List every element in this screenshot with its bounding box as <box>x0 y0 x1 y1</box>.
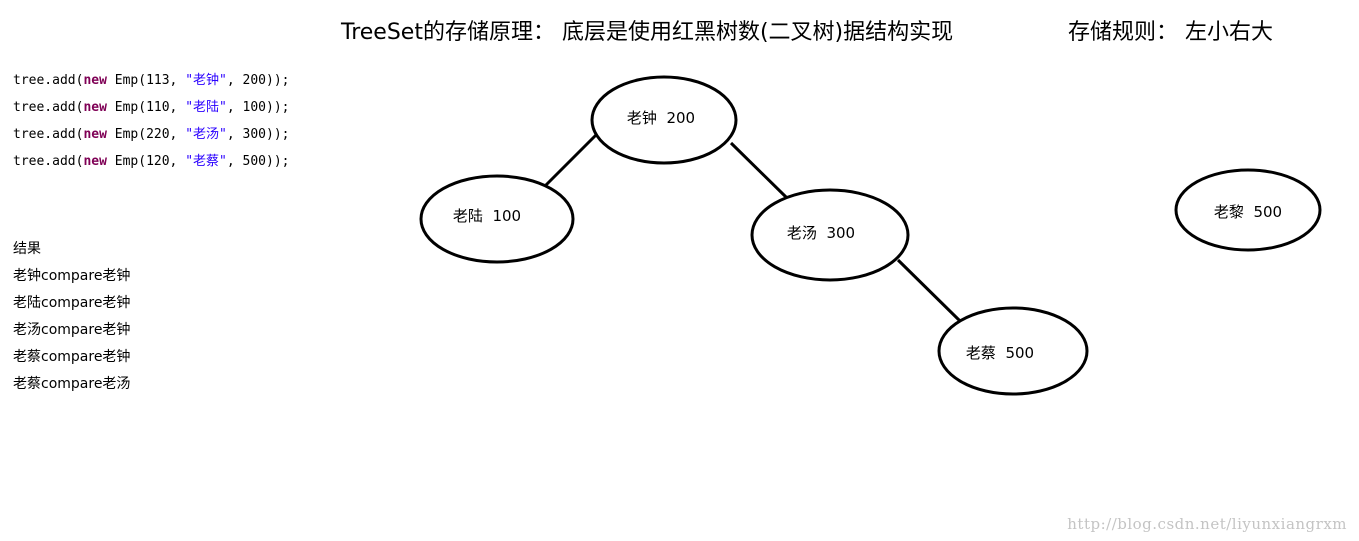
tree-node-cai: 老蔡 500 <box>937 306 1089 396</box>
tree-node-tang: 老汤 300 <box>750 188 910 282</box>
tree-node-zhong: 老钟 200 <box>590 75 738 165</box>
edge-tang-cai <box>896 258 962 323</box>
result-line: 老蔡compare老钟 <box>13 349 131 365</box>
result-line: 老蔡compare老汤 <box>13 376 131 392</box>
code-text: Emp(120, <box>106 154 186 169</box>
code-text: Emp(220, <box>106 127 186 142</box>
code-line: tree.add(new Emp(110, "老陆", 100)); <box>13 97 290 124</box>
node-label: 老蔡 500 <box>966 344 1034 362</box>
result-line: 老汤compare老钟 <box>13 322 131 338</box>
storage-rule: 存储规则： 左小右大 <box>1068 20 1273 45</box>
node-label: 老钟 200 <box>627 109 695 127</box>
edge-zhong-lu <box>544 133 598 187</box>
watermark: http://blog.csdn.net/liyunxiangrxm <box>1067 515 1347 533</box>
edge-zhong-tang <box>729 141 789 200</box>
node-label: 老陆 100 <box>453 207 521 225</box>
tree-node-lu: 老陆 100 <box>419 174 575 264</box>
result-line: 老钟compare老钟 <box>13 268 131 284</box>
node-label: 老汤 300 <box>787 224 855 242</box>
code-text: , 300)); <box>226 127 290 142</box>
code-line: tree.add(new Emp(220, "老汤", 300)); <box>13 124 290 151</box>
code-text: Emp(113, <box>106 73 186 88</box>
code-line: tree.add(new Emp(120, "老蔡", 500)); <box>13 151 290 178</box>
code-keyword: new <box>83 127 107 142</box>
code-text: tree.add( <box>13 127 84 142</box>
code-string: "老钟" <box>185 73 227 88</box>
results-heading: 结果 <box>13 241 41 257</box>
code-text: , 500)); <box>226 154 290 169</box>
diagram-title: TreeSet的存储原理： 底层是使用红黑树数(二叉树)据结构实现 <box>341 20 954 45</box>
tree-node-li: 老黎 500 <box>1174 168 1322 252</box>
code-text: tree.add( <box>13 154 84 169</box>
code-block: tree.add(new Emp(113, "老钟", 200)); tree.… <box>13 70 290 178</box>
results-block: 结果 老钟compare老钟 老陆compare老钟 老汤compare老钟 老… <box>13 238 130 400</box>
node-label: 老黎 500 <box>1214 203 1282 221</box>
code-keyword: new <box>83 154 107 169</box>
code-line: tree.add(new Emp(113, "老钟", 200)); <box>13 70 290 97</box>
code-text: , 200)); <box>226 73 290 88</box>
code-text: , 100)); <box>226 100 290 115</box>
code-text: Emp(110, <box>106 100 186 115</box>
code-string: "老汤" <box>185 127 227 142</box>
code-text: tree.add( <box>13 100 84 115</box>
code-keyword: new <box>83 100 107 115</box>
result-line: 老陆compare老钟 <box>13 295 131 311</box>
code-text: tree.add( <box>13 73 84 88</box>
code-keyword: new <box>83 73 107 88</box>
code-string: "老陆" <box>185 100 227 115</box>
code-string: "老蔡" <box>185 154 227 169</box>
